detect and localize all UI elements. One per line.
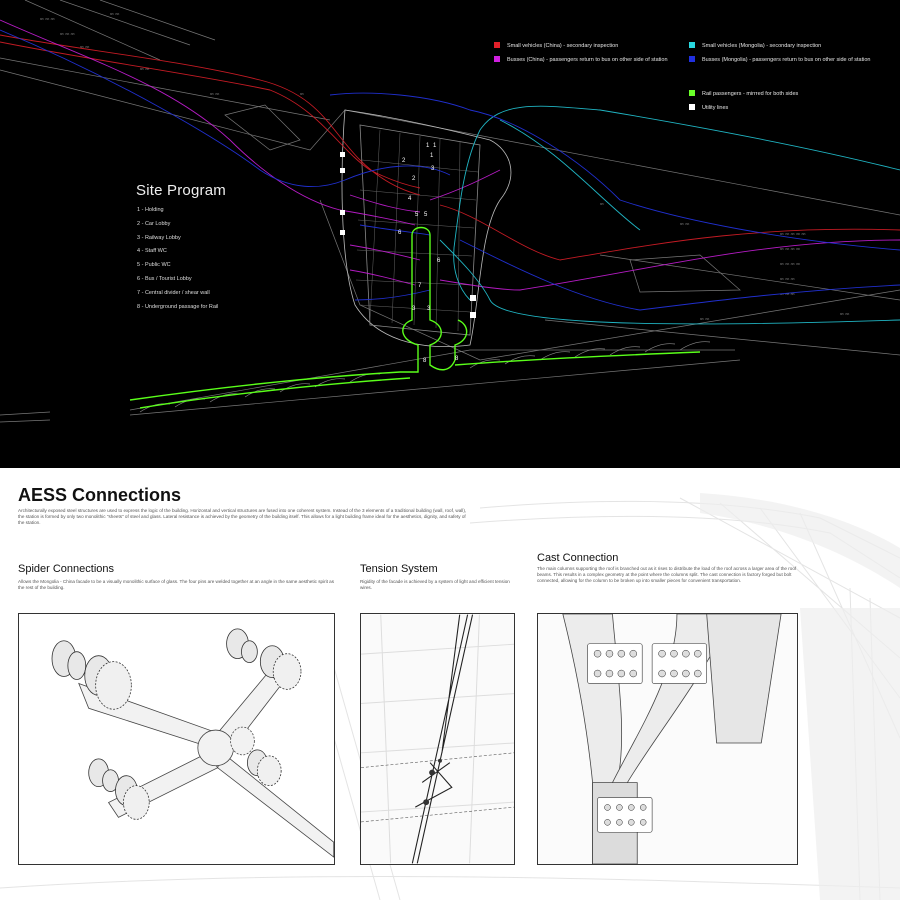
plan-label: 4: [408, 196, 412, 202]
site-program-list: 1 - Holding 2 - Car Lobby 3 - Railway Lo…: [137, 207, 218, 317]
legend-swatch: [689, 104, 695, 110]
svg-text:▭▭ ▭▭: ▭▭ ▭▭: [110, 12, 119, 16]
legend-item-red: Small vehicles (China) - secondary inspe…: [494, 42, 618, 50]
plan-label: 2: [402, 158, 406, 164]
tension-system-drawing: [361, 614, 514, 864]
svg-text:▭▭: ▭▭: [300, 92, 304, 96]
background-roof-render: [0, 493, 900, 900]
svg-text:▭▭ ▭▭: ▭▭ ▭▭: [80, 45, 89, 49]
svg-text:▭▭ ▭▭ ▭▭: ▭▭ ▭▭ ▭▭: [780, 292, 795, 296]
aess-description: Architecturally exposed steel structures…: [18, 508, 467, 525]
program-item: 5 - Public WC: [137, 262, 171, 269]
program-item: 8 - Underground passage for Rail: [137, 303, 219, 310]
utility-lines: [340, 152, 476, 318]
svg-text:▭▭ ▭▭: ▭▭ ▭▭: [210, 92, 219, 96]
site-plan-drawing: ▭▭ ▭▭ ▭▭ ▭▭ ▭▭ ▭▭ ▭▭ ▭▭ ▭▭ ▭▭ ▭▭ ▭▭ ▭▭ ▭▭ ▭…: [0, 0, 900, 423]
svg-text:▭▭ ▭▭: ▭▭ ▭▭: [140, 67, 149, 71]
tension-description: Rigidity of the facade is achieved by a …: [360, 579, 510, 590]
svg-text:▭▭ ▭▭ ▭▭ ▭▭ ▭▭: ▭▭ ▭▭ ▭▭ ▭▭ ▭▭: [780, 232, 805, 236]
legend-swatch: [494, 42, 500, 48]
green-routes: [129, 226, 701, 409]
legend-item-cyan: Small vehicles (Mongolia) - secondary in…: [689, 42, 821, 50]
road-outlines: [0, 0, 900, 423]
svg-text:▭▭ ▭▭ ▭▭: ▭▭ ▭▭ ▭▭: [60, 32, 75, 36]
red-routes: [0, 34, 900, 261]
plan-label: 1: [430, 153, 434, 159]
cast-description: The main columns supporting the roof is …: [537, 566, 797, 583]
site-plan: ▭▭ ▭▭ ▭▭ ▭▭ ▭▭ ▭▭ ▭▭ ▭▭ ▭▭ ▭▭ ▭▭ ▭▭ ▭▭ ▭▭ ▭…: [0, 0, 900, 468]
spider-connection-drawing: [51, 628, 334, 858]
svg-text:▭▭ ▭▭: ▭▭ ▭▭: [680, 222, 689, 226]
parking-stalls: ▭▭ ▭▭ ▭▭ ▭▭ ▭▭ ▭▭ ▭▭ ▭▭ ▭▭ ▭▭ ▭▭ ▭▭ ▭▭ ▭▭ ▭…: [40, 12, 849, 321]
program-item: 7 - Central divider / shear wall: [137, 289, 210, 296]
plan-label: 3: [431, 166, 435, 172]
plan-label: 1: [433, 143, 437, 149]
legend-swatch: [689, 56, 695, 62]
plan-label: 6: [437, 258, 441, 264]
blue-routes: [0, 29, 900, 311]
magenta-routes: [0, 19, 900, 291]
svg-text:▭▭ ▭▭ ▭▭ ▭▭: ▭▭ ▭▭ ▭▭ ▭▭: [780, 247, 800, 251]
plan-label: 3: [412, 306, 416, 312]
legend-swatch: [689, 42, 695, 48]
legend-item-white: Utility lines: [689, 104, 728, 112]
plan-label: 5: [424, 212, 428, 218]
station-building: [341, 109, 512, 347]
program-item: 2 - Car Lobby: [137, 220, 171, 227]
spider-description: Allows the Mongolia - China facade to be…: [18, 579, 335, 590]
cyan-routes: [439, 105, 900, 325]
plan-label: 1: [426, 143, 430, 149]
plan-label: 8: [423, 358, 427, 364]
tension-title: Tension System: [360, 563, 438, 575]
program-item: 1 - Holding: [137, 207, 164, 213]
cast-connection-panel: [537, 613, 798, 865]
svg-text:▭▭ ▭▭ ▭▭ ▭▭: ▭▭ ▭▭ ▭▭ ▭▭: [780, 262, 800, 266]
cast-title: Cast Connection: [537, 552, 619, 564]
program-item: 4 - Staff WC: [137, 248, 167, 255]
site-program-title: Site Program: [136, 182, 226, 199]
aess-title: AESS Connections: [18, 485, 182, 505]
svg-text:▭▭: ▭▭: [600, 202, 604, 206]
plan-label: 3: [427, 306, 431, 312]
legend-swatch: [494, 56, 500, 62]
svg-text:▭▭ ▭▭ ▭▭: ▭▭ ▭▭ ▭▭: [40, 17, 55, 21]
tension-system-panel: [360, 613, 515, 865]
legend-item-blue: Busses (Mongolia) - passengers return to…: [689, 56, 870, 64]
aess-section: AESS Connections Architecturally exposed…: [0, 468, 900, 900]
svg-text:▭▭ ▭▭ ▭▭: ▭▭ ▭▭ ▭▭: [780, 277, 795, 281]
legend-item-magenta: Busses (China) - passengers return to bu…: [494, 56, 668, 64]
svg-text:▭▭ ▭▭: ▭▭ ▭▭: [700, 317, 709, 321]
plan-label: 7: [418, 283, 422, 289]
spider-connection-panel: [18, 613, 335, 865]
program-item: 6 - Bus / Tourist Lobby: [137, 275, 192, 282]
program-item: 3 - Railway Lobby: [137, 234, 181, 241]
plan-label: 2: [412, 176, 416, 182]
plan-labels: 1 1 1 2 2 3 4 5 5 6 6 7 3 3 8 8: [398, 143, 459, 364]
svg-text:▭▭ ▭▭: ▭▭ ▭▭: [840, 312, 849, 316]
cast-connection-drawing: [538, 614, 797, 864]
plan-label: 5: [415, 212, 419, 218]
plan-label: 8: [455, 356, 459, 362]
legend-swatch: [689, 90, 695, 96]
spider-title: Spider Connections: [18, 563, 115, 575]
plan-label: 6: [398, 230, 402, 236]
legend-item-green: Rail passengers - mirrred for both sides: [689, 90, 798, 98]
